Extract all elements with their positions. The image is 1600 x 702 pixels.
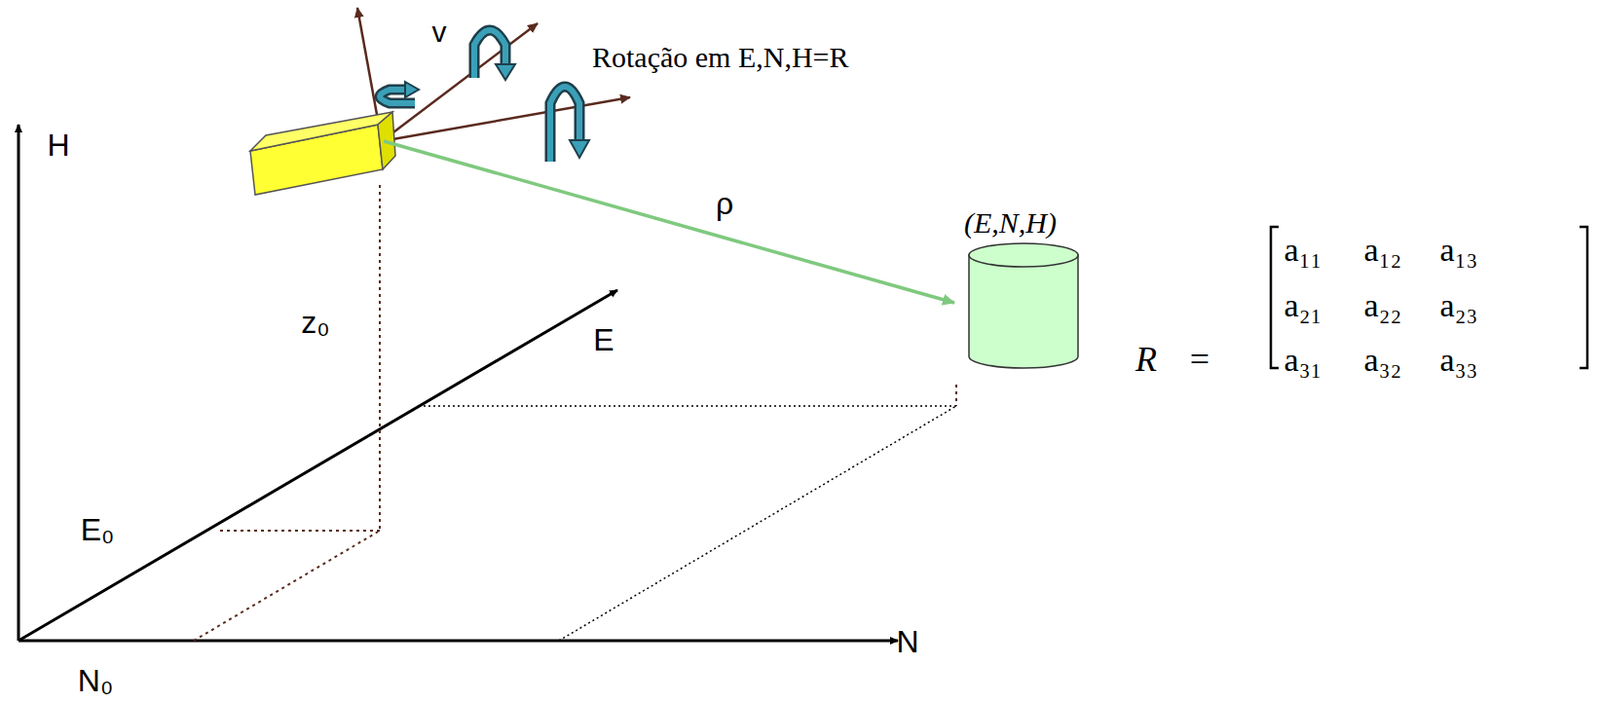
projection-lines [193, 185, 957, 641]
e-axis [18, 290, 618, 641]
axis-label: v [432, 15, 447, 48]
axis-label: a₂₂ [1364, 287, 1403, 324]
axis-label: a₁₂ [1364, 231, 1403, 268]
axis-label: N [895, 625, 919, 660]
target-cylinder: (E,N,H) [958, 206, 1085, 371]
axis-label: a₁₃ [1440, 231, 1479, 268]
axis-label: N₀ [77, 664, 113, 699]
axis-label: E [593, 323, 614, 358]
axis-label: a₃₁ [1284, 341, 1323, 378]
camera-box [250, 111, 396, 195]
axis-label: a₂₃ [1440, 287, 1479, 324]
axis-label: a₃₃ [1440, 341, 1479, 378]
axis-label: a₁₁ [1284, 231, 1323, 268]
axis-label: ρ [715, 186, 734, 222]
h-axis [17, 124, 21, 641]
axis-label: Rotação em E,N,H=R [592, 40, 850, 74]
camera-axes [357, 7, 631, 142]
ray-arrow [383, 141, 955, 303]
axis-label: a₂₁ [1284, 287, 1323, 324]
axis-label: R [1135, 340, 1157, 380]
point-label: (E,N,H) [958, 206, 1085, 240]
n-axis [18, 639, 898, 643]
axis-label: H [46, 128, 70, 163]
axis-label: E₀ [80, 513, 115, 548]
rotation-symbols [379, 30, 590, 162]
axis-label: = [1190, 340, 1210, 380]
projection-lines [423, 406, 957, 641]
axis-label: a₃₂ [1364, 341, 1403, 378]
axis-label: z₀ [300, 305, 330, 340]
